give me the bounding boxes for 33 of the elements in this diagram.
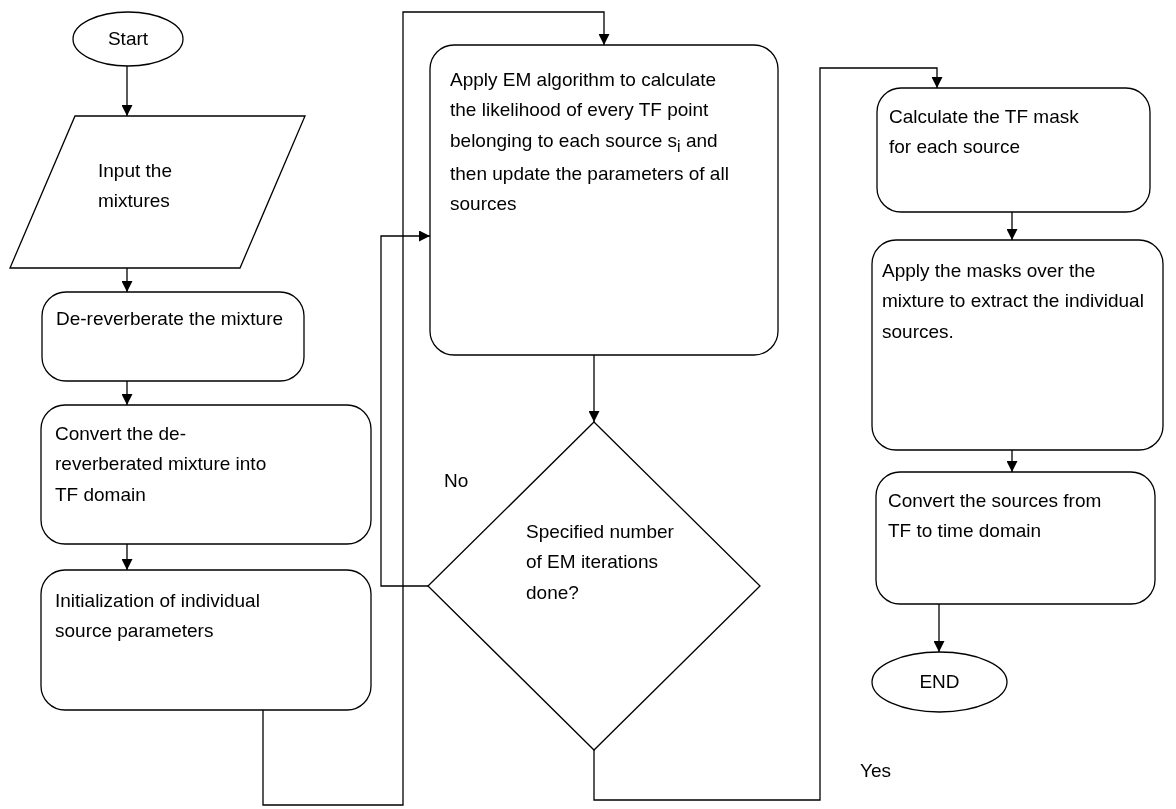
arrow <box>1006 449 1018 473</box>
node-text: Input the mixtures <box>98 159 173 214</box>
process-box <box>41 405 371 544</box>
arrow <box>593 67 943 801</box>
decision-diamond <box>428 422 760 750</box>
node-text: Calculate the TF mask for each source <box>889 105 1080 160</box>
process-box <box>430 45 778 355</box>
arrow <box>262 11 610 806</box>
process-box <box>877 88 1150 212</box>
arrow <box>121 267 133 293</box>
arrow <box>121 543 133 571</box>
node-text: Apply the masks over the mixture to extract the individual sources. <box>882 259 1145 344</box>
arrow <box>121 65 133 117</box>
node-text: De-reverberate the mixture <box>56 307 285 331</box>
node-text: Convert the de-reverberated mixture into TF domain <box>55 422 268 507</box>
arrow <box>380 230 431 587</box>
node-text: Specified number of EM iterations done? <box>526 520 675 605</box>
arrow <box>121 380 133 406</box>
arrow <box>588 354 600 423</box>
node-text: Start <box>106 26 150 51</box>
terminator-ellipse <box>872 652 1007 712</box>
process-box <box>42 292 304 381</box>
node-text: Initialization of individual source parameters <box>55 589 261 644</box>
node-text: END <box>918 669 961 694</box>
arrow <box>1006 211 1018 241</box>
process-box <box>41 570 371 710</box>
terminator-ellipse <box>73 12 183 66</box>
node-text: Convert the sources from TF to time domain <box>888 489 1103 544</box>
node-text: Apply EM algorithm to calculate the likelihood of every TF point belonging to each source s$_{i}$ and then update the parameters of all sources <box>450 68 730 217</box>
process-box <box>876 472 1155 604</box>
input-parallelogram <box>10 116 305 268</box>
arrow <box>933 603 945 653</box>
process-box <box>872 240 1163 450</box>
